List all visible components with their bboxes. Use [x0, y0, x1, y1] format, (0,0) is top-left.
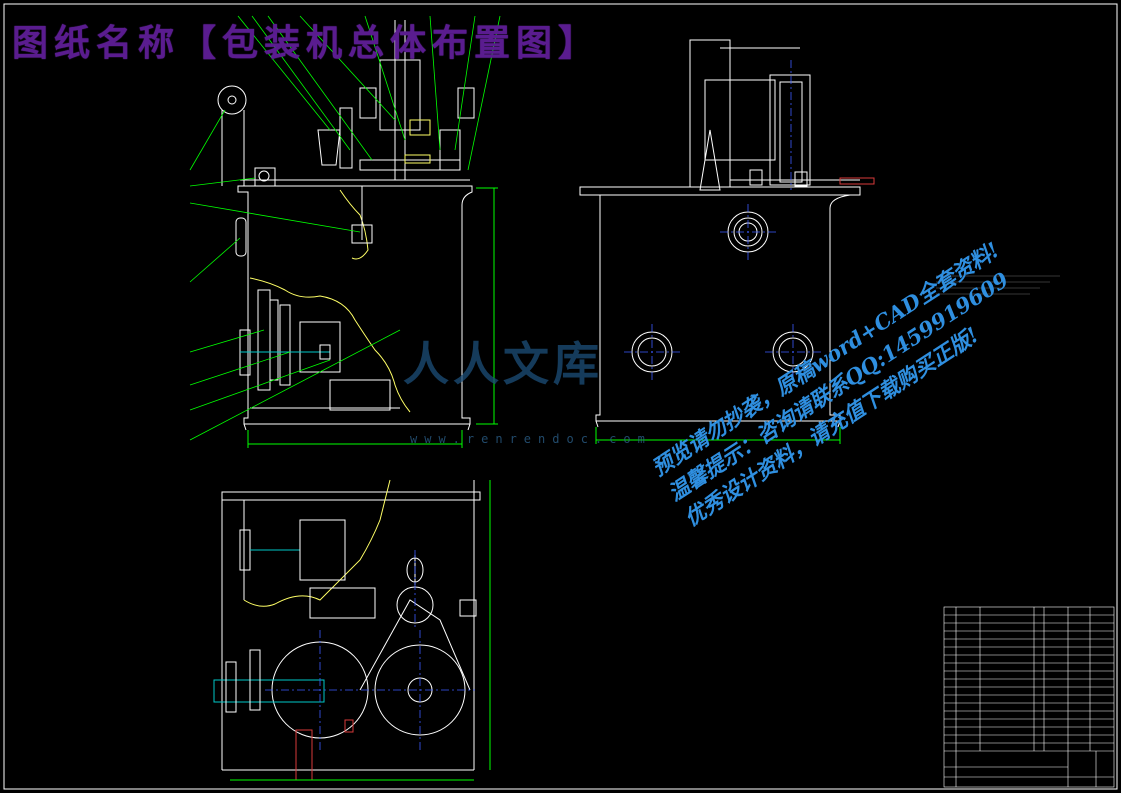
- tech-notes-lines: [936, 275, 1060, 295]
- drawing-title-banner: 图纸名称【包装机总体布置图】: [12, 22, 601, 64]
- renrendoc-watermark-logo: 人人文库: [403, 337, 603, 391]
- plan-view: [213, 479, 491, 781]
- plan-view-centerlines: [265, 550, 475, 750]
- drawing-frame: [3, 3, 1118, 790]
- front-view: [217, 20, 498, 448]
- watermark-url: www.renrendoc.com: [410, 432, 652, 446]
- bom-table: [943, 606, 1115, 788]
- leader-lines-front: [189, 15, 501, 441]
- side-view-centerlines: [624, 60, 821, 380]
